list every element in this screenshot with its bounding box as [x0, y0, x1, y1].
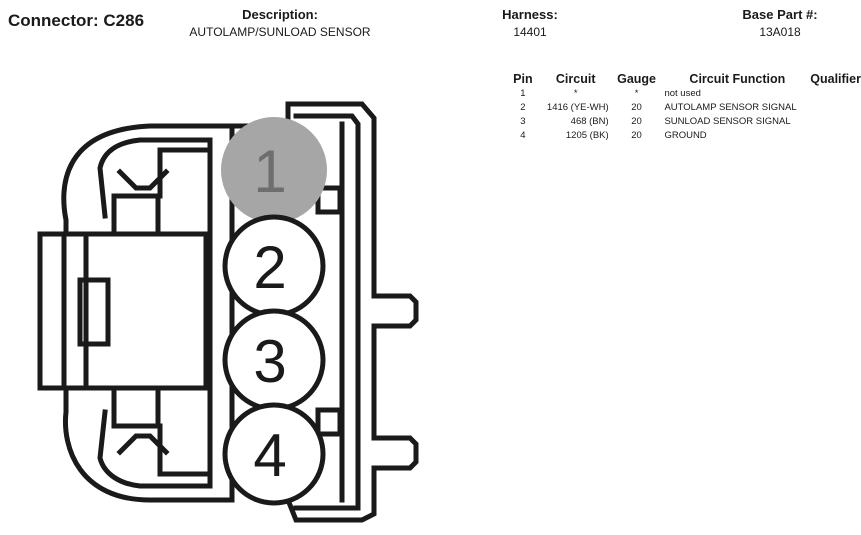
latch-finger-bottom — [111, 385, 161, 429]
latch-hook-bottom — [116, 423, 213, 477]
row-pin: 2 — [520, 102, 526, 113]
latch-finger-top — [111, 193, 161, 237]
row-circuit: 1416 (YE-WH) — [546, 102, 609, 113]
column-header-pin: Pin — [513, 72, 533, 86]
row-gauge: 20 — [631, 102, 642, 113]
row-function: GROUND — [664, 130, 707, 141]
row-circuit: 1205 (BK) — [565, 130, 609, 141]
terminal-tab — [315, 407, 343, 437]
harness-label: Harness: — [502, 7, 558, 22]
column-header-qualifier: Qualifier — [810, 72, 861, 86]
pin-3-label: 3 — [253, 328, 286, 395]
row-function: AUTOLAMP SENSOR SIGNAL — [664, 102, 797, 113]
pin-4-label: 4 — [253, 422, 286, 489]
description-label: Description: — [242, 7, 318, 22]
pin-2: 2 — [222, 214, 326, 318]
row-gauge: 20 — [631, 130, 642, 141]
row-pin: 3 — [520, 116, 526, 127]
pin-1-cavity — [221, 117, 327, 223]
row-circuit: 468 (BN) — [570, 116, 609, 127]
pin-1-label: 1 — [253, 138, 286, 205]
row-pin: 4 — [520, 130, 526, 141]
row-circuit: * — [573, 88, 578, 99]
column-header-gauge: Gauge — [617, 72, 656, 86]
terminal-tab — [315, 185, 343, 215]
latch-hook-top — [116, 147, 213, 199]
row-pin: 1 — [520, 88, 526, 99]
pin-table-header: Pin Circuit Gauge Circuit Function Quali… — [503, 72, 861, 87]
table-row: 2 1416 (YE-WH) 20 AUTOLAMP SENSOR SIGNAL — [503, 101, 861, 115]
pin-1: 1 — [221, 117, 327, 223]
pin-4-cavity — [222, 402, 326, 506]
latch-slot — [77, 277, 111, 347]
table-row: 4 1205 (BK) 20 GROUND — [503, 129, 861, 143]
column-header-circuit: Circuit — [555, 72, 596, 86]
pin-table: Pin Circuit Gauge Circuit Function Quali… — [503, 72, 861, 143]
pin-3: 3 — [222, 308, 326, 412]
harness-value: 14401 — [513, 25, 547, 39]
row-function: not used — [664, 88, 701, 99]
terminal-housing-outline — [229, 101, 419, 523]
base-part-label: Base Part #: — [742, 7, 818, 22]
row-gauge: 20 — [631, 116, 642, 127]
base-part-value: 13A018 — [759, 25, 801, 39]
row-gauge: * — [634, 88, 639, 99]
table-row: 3 468 (BN) 20 SUNLOAD SENSOR SIGNAL — [503, 115, 861, 129]
terminal-housing-inner — [293, 113, 361, 511]
table-row: 1 * * not used — [503, 87, 861, 101]
connector-title: Connector: C286 — [8, 11, 145, 30]
row-function: SUNLOAD SENSOR SIGNAL — [664, 116, 791, 127]
column-header-circuit-function: Circuit Function — [689, 72, 786, 86]
pin-2-label: 2 — [253, 234, 286, 301]
connector-inner-outline — [97, 137, 213, 489]
pin-4: 4 — [222, 402, 326, 506]
description-value: AUTOLAMP/SUNLOAD SENSOR — [189, 25, 371, 39]
